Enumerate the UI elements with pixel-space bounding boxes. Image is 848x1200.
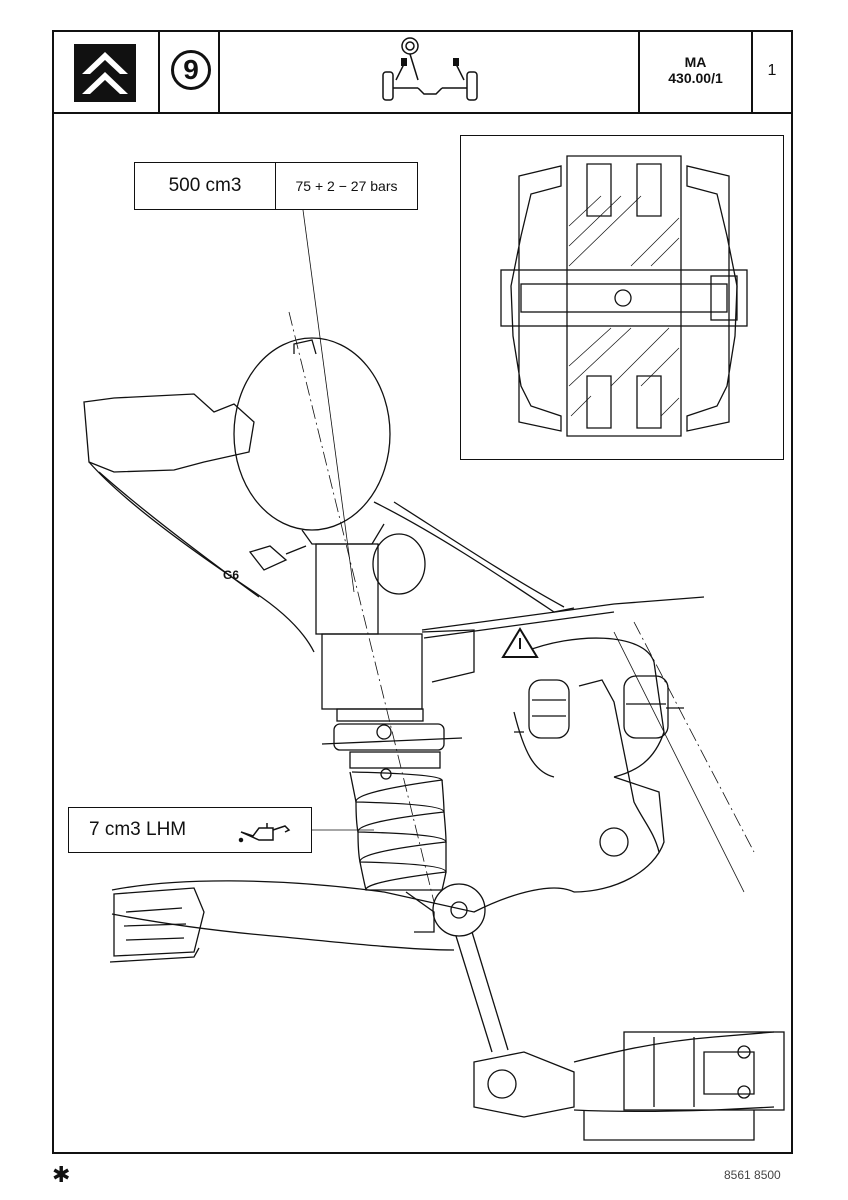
title-block: 9 <box>54 32 791 114</box>
drawing-sheet: 9 <box>52 30 793 1154</box>
logo-cell <box>54 32 160 112</box>
reference-cell: MA 430.00/1 <box>640 32 753 112</box>
section-cell: 9 <box>160 32 220 112</box>
footer-mark: ✱ <box>52 1162 71 1187</box>
section-number: 9 <box>171 50 211 90</box>
page-cell: 1 <box>753 32 791 112</box>
oil-volume-callout: 7 cm3 LHM <box>68 807 312 853</box>
sphere-pressure: 75 + 2 − 27 bars <box>295 178 398 194</box>
doc-ref-line1: MA <box>684 54 707 70</box>
pictogram-cell <box>220 32 640 112</box>
suspension-drawing <box>83 179 785 1141</box>
page-number: 1 <box>767 62 777 79</box>
oil-volume: 7 cm3 LHM <box>89 819 187 840</box>
grease-tube-icon <box>248 545 307 571</box>
steering-axle-icon <box>382 37 478 101</box>
grease-label: G6 <box>223 568 240 582</box>
doc-ref-line2: 430.00/1 <box>668 70 723 86</box>
footer-code: 8561 8500 <box>724 1168 781 1182</box>
inset-cross-section <box>460 135 784 460</box>
sphere-volume: 500 cm3 <box>135 163 276 209</box>
sphere-spec-callout: 500 cm3 75 + 2 − 27 bars <box>134 162 418 210</box>
oil-can-icon <box>238 823 291 843</box>
warning-triangle-icon <box>501 627 539 658</box>
brand-chevrons-icon <box>74 44 136 102</box>
